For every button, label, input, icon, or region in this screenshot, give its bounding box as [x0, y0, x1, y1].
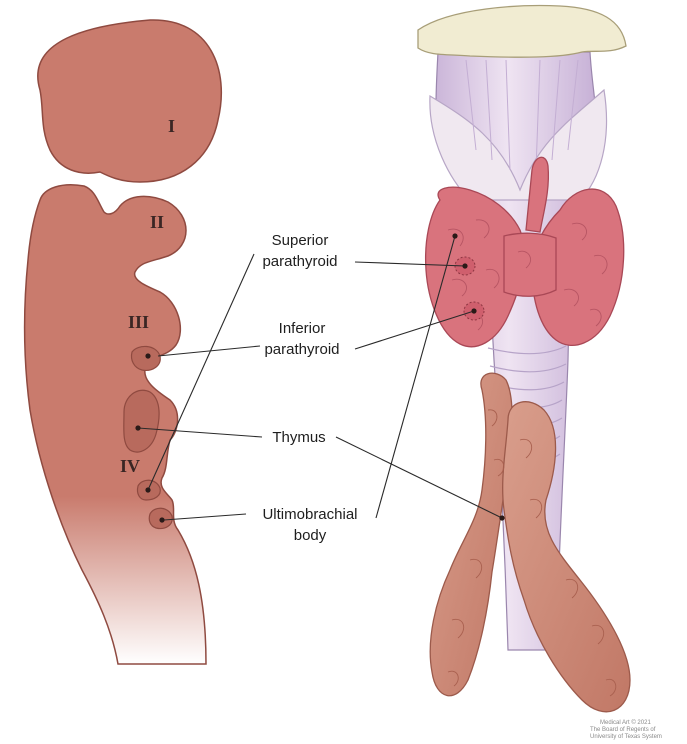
- label-superior-parathyroid-line2: parathyroid: [262, 253, 337, 270]
- label-superior-parathyroid-line1: Superior: [272, 232, 329, 249]
- arch-label-iii: III: [128, 312, 149, 332]
- arch-label-iv: IV: [120, 456, 140, 476]
- pharyngeal-arches-embryo: I II III IV: [25, 20, 222, 664]
- thyroid-isthmus: [504, 233, 556, 296]
- svg-text:Medical Art © 2021: Medical Art © 2021: [600, 719, 651, 726]
- svg-text:The Board of Regents of: The Board of Regents of: [590, 727, 656, 733]
- pouch-3-pocket: [131, 346, 160, 370]
- thymus-left-lobe: [430, 373, 512, 696]
- adult-neck-anatomy: [418, 6, 630, 712]
- label-inferior-parathyroid-line1: Inferior: [279, 320, 326, 337]
- label-ultimobrachial-line2: body: [294, 527, 327, 544]
- copyright-credit: Medical Art © 2021 The Board of Regents …: [590, 719, 662, 740]
- structure-labels: Superior parathyroid Inferior parathyroi…: [262, 232, 357, 544]
- arch-label-i: I: [168, 116, 175, 136]
- arch-label-ii: II: [150, 212, 164, 232]
- hyoid-cap: [418, 6, 626, 58]
- svg-text:University of Texas System: University of Texas System: [590, 734, 662, 740]
- arch-i: [38, 20, 222, 182]
- arch-body: [25, 185, 207, 664]
- thymus-gland: [430, 373, 630, 712]
- label-thymus: Thymus: [272, 429, 325, 446]
- thymus-right-lobe: [503, 402, 630, 712]
- label-ultimobrachial-line1: Ultimobrachial: [262, 506, 357, 523]
- label-inferior-parathyroid-line2: parathyroid: [264, 341, 339, 358]
